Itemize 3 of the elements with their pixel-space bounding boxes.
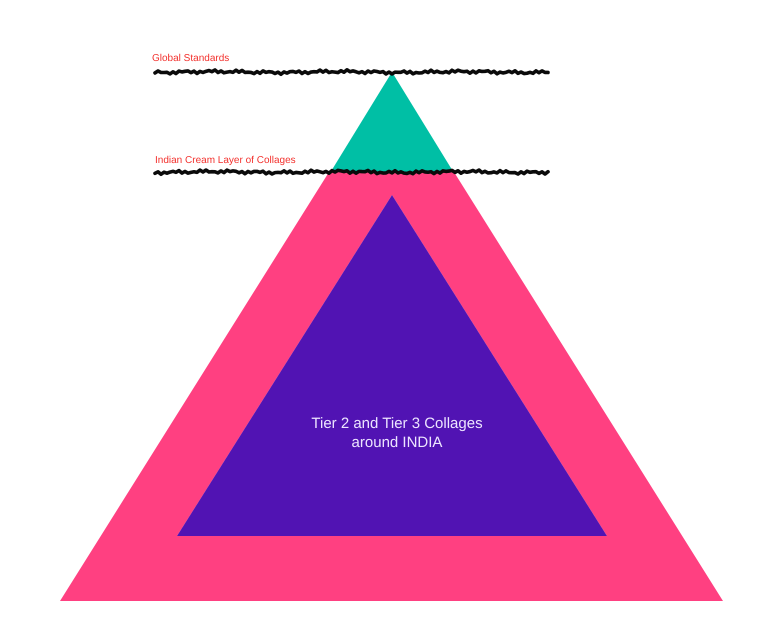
tier-caption: Tier 2 and Tier 3 Collages around INDIA — [310, 414, 484, 452]
layer-label: Global Standards — [152, 53, 230, 65]
layer-label: Indian Cream Layer of Collages — [155, 155, 296, 167]
